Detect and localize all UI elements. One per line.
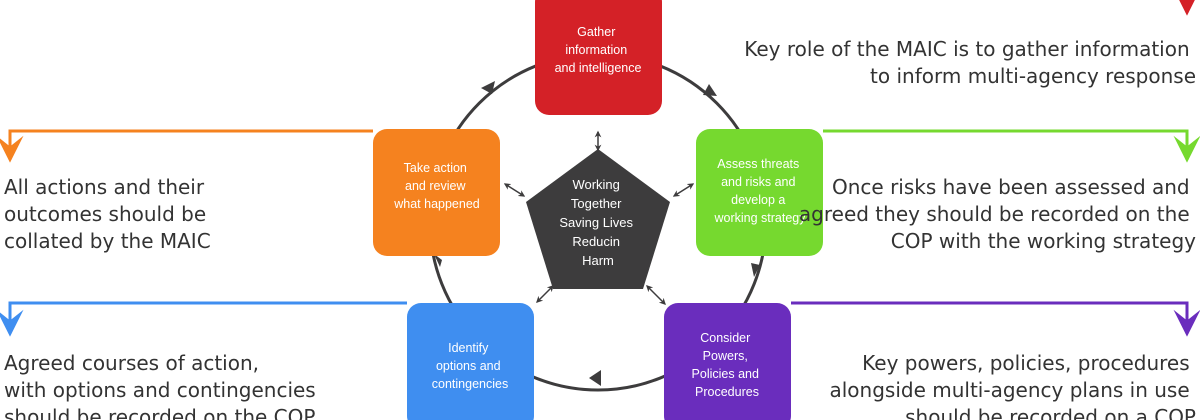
note-line: outcomes should be xyxy=(4,202,206,226)
double-arrow-icon xyxy=(646,285,666,305)
step-label: Powers, xyxy=(703,349,748,363)
step-box xyxy=(696,129,823,256)
double-arrow-icon xyxy=(503,183,526,197)
center-line: Together xyxy=(571,196,622,211)
orange-connector xyxy=(0,129,373,163)
note-line: with options and contingencies xyxy=(4,378,316,402)
svg-text:Key powers, policies, procedur: Key powers, policies, procedures alongsi… xyxy=(829,351,1196,420)
double-arrow-icon xyxy=(536,285,554,303)
svg-text:Agreed courses of action,: Agreed courses of action, with options a… xyxy=(4,351,322,420)
step-assess: Assess threats and risks and develop a w… xyxy=(696,129,823,256)
blue-connector xyxy=(0,301,407,337)
center-line: Working xyxy=(572,177,619,192)
step-label: develop a xyxy=(731,193,785,207)
step-gather: Gather information and intelligence xyxy=(535,0,662,115)
note-consider: Key powers, policies, procedures alongsi… xyxy=(829,351,1196,420)
double-arrow-icon xyxy=(672,183,695,197)
step-label: Policies and xyxy=(692,367,759,381)
note-line: COP with the working strategy xyxy=(891,229,1196,253)
svg-text:Assess threats and risks: Assess threats and risks and develop a w… xyxy=(713,157,806,225)
step-label: Assess threats xyxy=(717,157,799,171)
center-line: Saving Lives xyxy=(559,215,633,230)
center-links xyxy=(503,130,695,305)
step-label: working strategy xyxy=(713,211,806,225)
note-line: Once risks have been assessed and xyxy=(832,175,1190,199)
step-label: Consider xyxy=(700,331,750,345)
note-line: All actions and their xyxy=(4,175,205,199)
cycle-arrows xyxy=(434,81,760,386)
step-consider: Consider Powers, Policies and Procedures xyxy=(664,303,791,420)
note-line: Agreed courses of action, xyxy=(4,351,259,375)
note-act: All actions and their outcomes should be… xyxy=(4,175,213,253)
svg-text:Gather information: Gather information and intelligence xyxy=(555,25,642,75)
step-label: information xyxy=(565,43,627,57)
step-label: and intelligence xyxy=(555,61,642,75)
green-connector xyxy=(823,129,1200,163)
svg-text:Identify options and: Identify options and contingencies xyxy=(432,341,508,391)
svg-text:Key role of the MAIC is to gat: Key role of the MAIC is to gather inform… xyxy=(744,37,1196,88)
step-label: Take action xyxy=(404,161,467,175)
center-line: Reducin xyxy=(572,234,620,249)
svg-text:All actions and their ou: All actions and their outcomes should be… xyxy=(4,175,213,253)
step-act: Take action and review what happened xyxy=(373,129,500,256)
step-box xyxy=(407,303,534,420)
note-identify: Agreed courses of action, with options a… xyxy=(4,351,322,420)
arrowhead-icon xyxy=(703,84,717,96)
arrowhead-icon xyxy=(434,254,442,267)
arrowhead-icon xyxy=(589,370,601,386)
step-box xyxy=(373,129,500,256)
purple-connector xyxy=(791,301,1200,337)
step-label: Procedures xyxy=(695,385,759,399)
note-line: agreed they should be recorded on the xyxy=(799,202,1190,226)
step-label: Gather xyxy=(577,25,615,39)
arrowhead-icon xyxy=(481,81,495,94)
arrowhead-icon xyxy=(751,263,760,277)
step-label: and review xyxy=(405,179,466,193)
step-label: what happened xyxy=(393,197,480,211)
note-assess: Once risks have been assessed and agreed… xyxy=(799,175,1196,253)
note-line: Key powers, policies, procedures xyxy=(862,351,1190,375)
step-label: options and xyxy=(436,359,501,373)
note-connectors xyxy=(0,0,1200,337)
svg-text:Take action and review: Take action and review what happened xyxy=(393,161,480,211)
svg-text:Working Together S: Working Together Saving Lives Reducin Ha… xyxy=(559,177,636,268)
step-label: Identify xyxy=(448,341,489,355)
center-pentagon: Working Together Saving Lives Reducin Ha… xyxy=(526,149,670,289)
note-line: alongside multi-agency plans in use xyxy=(829,378,1189,402)
note-line: to inform multi-agency response xyxy=(870,64,1196,88)
svg-text:Once risks have been assessed: Once risks have been assessed and agreed… xyxy=(799,175,1196,253)
center-line: Harm xyxy=(582,253,614,268)
step-identify: Identify options and contingencies xyxy=(407,303,534,420)
step-label: and risks and xyxy=(721,175,795,189)
note-line: should be recorded on a COP xyxy=(905,405,1196,420)
center-shape xyxy=(526,149,670,289)
step-box xyxy=(664,303,791,420)
svg-text:Consider Powers, P: Consider Powers, Policies and Procedures xyxy=(692,331,763,399)
note-line: Key role of the MAIC is to gather inform… xyxy=(744,37,1189,61)
note-line: should be recorded on the COP xyxy=(4,405,315,420)
note-line: collated by the MAIC xyxy=(4,229,211,253)
step-label: contingencies xyxy=(432,377,508,391)
note-gather: Key role of the MAIC is to gather inform… xyxy=(744,37,1196,88)
step-box xyxy=(535,0,662,115)
